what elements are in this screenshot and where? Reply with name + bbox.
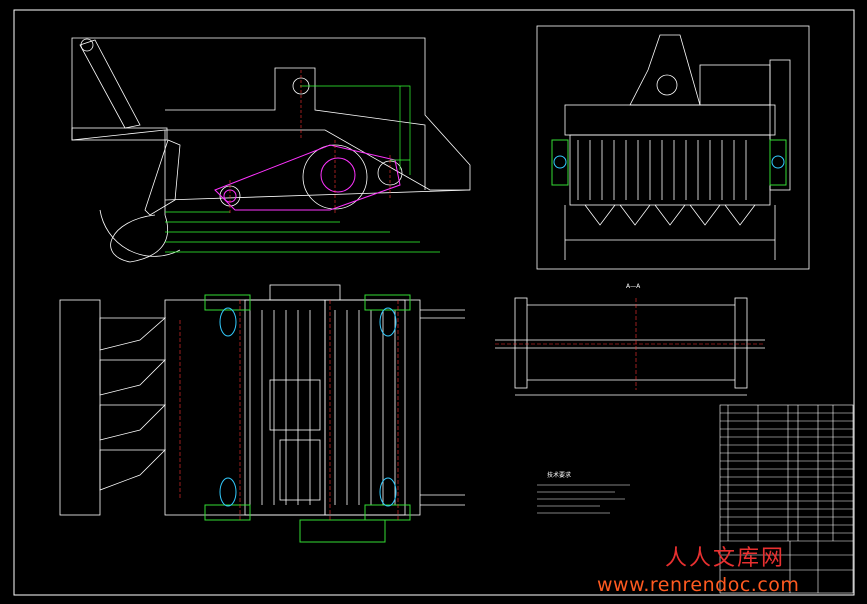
- technical-notes-title: 技术要求: [547, 472, 572, 479]
- front-parts: [551, 139, 787, 186]
- section-aa-label: A—A: [626, 283, 641, 290]
- sheet-border: [13, 9, 855, 596]
- section-aa-view: [495, 297, 765, 396]
- side-elevation-view: [71, 37, 471, 263]
- side-chain-drive: [214, 144, 401, 211]
- plan-parts: [204, 294, 411, 543]
- front-elevation-view: [536, 25, 810, 270]
- side-dimensions: [165, 85, 440, 253]
- plan-view: [59, 284, 465, 516]
- side-hidden-lines: [229, 70, 391, 215]
- watermark-cn-text: 人人文库网: [665, 546, 786, 571]
- plan-hidden-lines: [179, 300, 399, 520]
- technical-notes-lines: [537, 484, 630, 514]
- title-block: [719, 404, 854, 594]
- section-aa-hidden: [495, 298, 765, 390]
- watermark-url-text: www.renrendoc.com: [597, 574, 800, 596]
